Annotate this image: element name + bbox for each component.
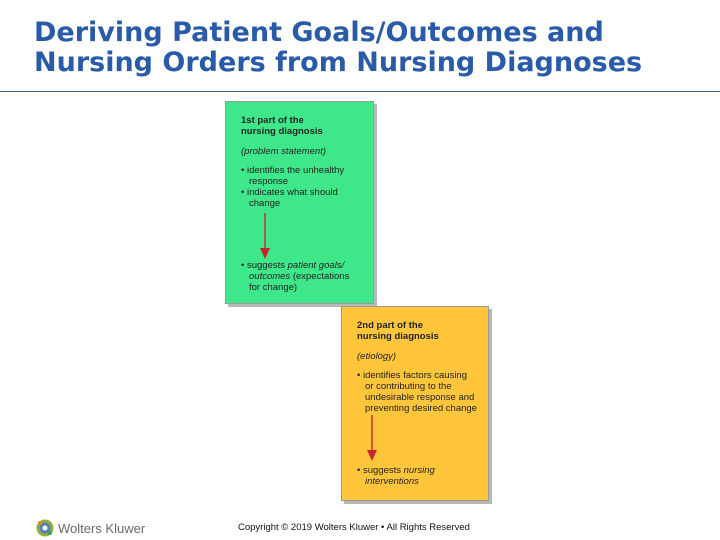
page-title-line1: Deriving Patient Goals/Outcomes and <box>34 17 604 48</box>
first-part-box: 1st part of the nursing diagnosis (probl… <box>225 101 374 304</box>
second-part-box: 2nd part of the nursing diagnosis (etiol… <box>341 306 489 501</box>
wolters-kluwer-logo: Wolters Kluwer <box>36 519 145 537</box>
page-title-line2: Nursing Orders from Nursing Diagnoses <box>34 47 643 78</box>
first-part-result: suggests patient goals/outcomes (expecta… <box>241 260 367 293</box>
wolters-kluwer-logo-icon <box>36 519 54 537</box>
second-part-header-line2: nursing diagnosis <box>357 331 439 342</box>
logo-text: Wolters Kluwer <box>58 520 146 536</box>
second-part-subtitle: (etiology) <box>357 351 397 362</box>
copyright-text: Copyright © 2019 Wolters Kluwer • All Ri… <box>238 522 470 533</box>
second-part-header-line1: 2nd part of the <box>357 320 423 331</box>
first-part-arrow-icon <box>260 213 270 259</box>
first-part-subtitle: (problem statement) <box>241 146 327 157</box>
title-divider <box>0 91 720 92</box>
first-part-header: 1st part of the nursing diagnosis <box>241 115 365 137</box>
first-part-header-line2: nursing diagnosis <box>241 126 323 137</box>
page-title: Deriving Patient Goals/Outcomes and Nurs… <box>34 18 694 78</box>
first-part-header-line1: 1st part of the <box>241 115 304 126</box>
second-part-header: 2nd part of the nursing diagnosis <box>357 320 480 342</box>
second-part-arrow-icon <box>367 415 377 461</box>
